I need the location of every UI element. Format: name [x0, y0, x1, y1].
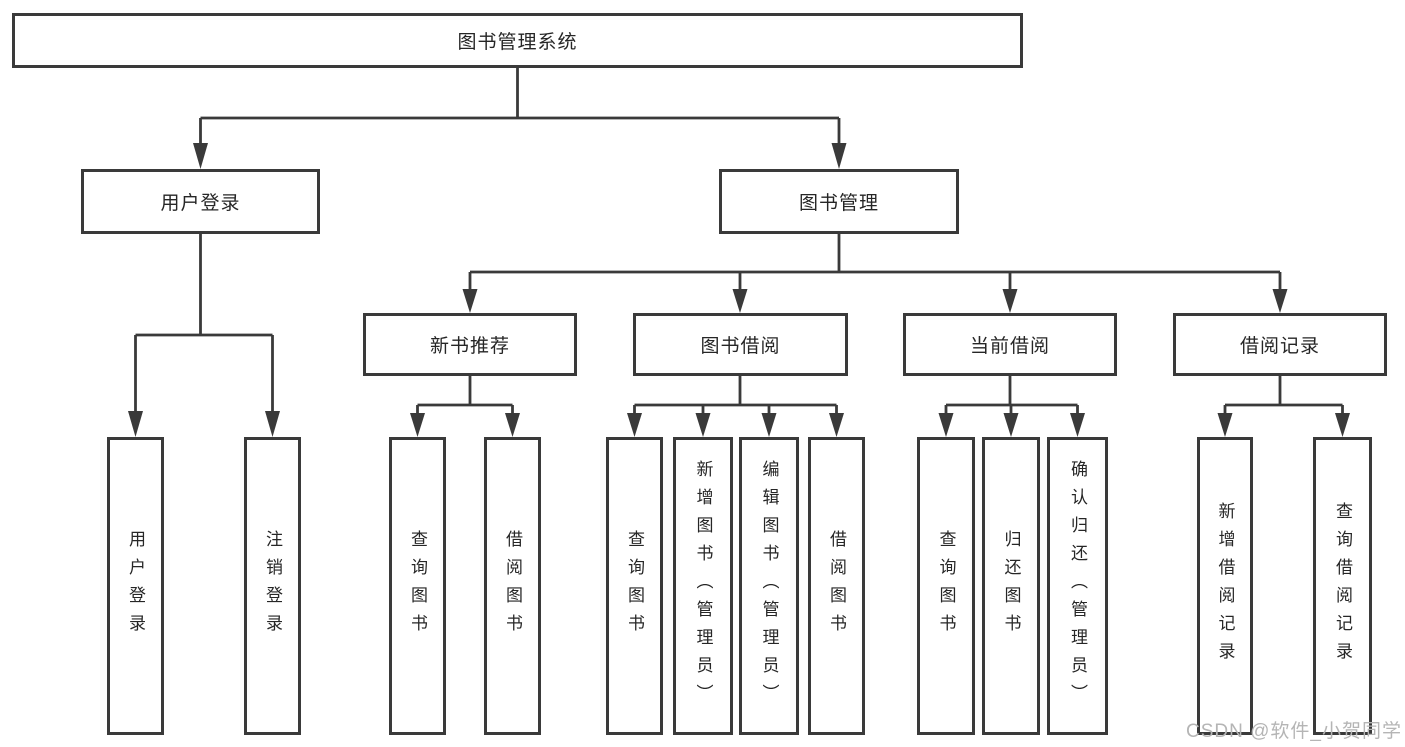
node-user-login-label: 用户登录 — [160, 193, 241, 214]
node-root: 图书管理系统 — [12, 13, 1023, 68]
leaf-confirm-return-admin-label: 确认归还（管理员） — [1068, 460, 1087, 712]
connector-lines — [134, 68, 1344, 415]
node-book-management-label: 图书管理 — [798, 193, 879, 214]
leaf-logout: 注销登录 — [244, 437, 301, 735]
leaf-query-books-borrow: 查询图书 — [606, 437, 663, 735]
connector-arrowheads — [128, 143, 1350, 437]
leaf-query-books-recommend-label: 查询图书 — [408, 530, 427, 642]
leaf-query-books-current-label: 查询图书 — [936, 530, 956, 642]
node-new-book-recommend-label: 新书推荐 — [429, 336, 510, 357]
watermark: CSDN @软件_小贺同学 — [1186, 721, 1402, 742]
leaf-add-book-admin: 新增图书（管理员） — [673, 437, 733, 735]
leaf-edit-book-admin: 编辑图书（管理员） — [739, 437, 799, 735]
node-book-borrow-label: 图书借阅 — [700, 336, 781, 357]
leaf-add-borrow-record: 新增借阅记录 — [1197, 437, 1253, 735]
leaf-query-books-recommend: 查询图书 — [389, 437, 446, 735]
leaf-query-books-current: 查询图书 — [917, 437, 975, 735]
node-borrow-records-label: 借阅记录 — [1239, 336, 1320, 357]
leaf-query-borrow-record-label: 查询借阅记录 — [1333, 502, 1352, 670]
leaf-add-book-admin-label: 新增图书（管理员） — [693, 460, 713, 712]
leaf-user-login-label: 用户登录 — [126, 530, 145, 642]
node-book-management: 图书管理 — [719, 169, 959, 234]
leaf-user-login: 用户登录 — [107, 437, 164, 735]
node-current-borrow-label: 当前借阅 — [969, 336, 1050, 357]
leaf-query-borrow-record: 查询借阅记录 — [1313, 437, 1372, 735]
leaf-borrow-books-borrow: 借阅图书 — [808, 437, 865, 735]
leaf-borrow-books-borrow-label: 借阅图书 — [827, 530, 846, 642]
node-root-label: 图书管理系统 — [457, 32, 578, 53]
node-new-book-recommend: 新书推荐 — [363, 313, 577, 376]
leaf-return-books-label: 归还图书 — [1001, 530, 1021, 642]
node-current-borrow: 当前借阅 — [903, 313, 1117, 376]
leaf-borrow-books-recommend: 借阅图书 — [484, 437, 541, 735]
leaf-query-books-borrow-label: 查询图书 — [625, 530, 644, 642]
node-user-login: 用户登录 — [81, 169, 320, 234]
leaf-borrow-books-recommend-label: 借阅图书 — [503, 530, 522, 642]
leaf-edit-book-admin-label: 编辑图书（管理员） — [759, 460, 779, 712]
leaf-confirm-return-admin: 确认归还（管理员） — [1047, 437, 1108, 735]
node-book-borrow: 图书借阅 — [633, 313, 848, 376]
node-borrow-records: 借阅记录 — [1173, 313, 1387, 376]
leaf-logout-label: 注销登录 — [263, 530, 282, 642]
leaf-return-books: 归还图书 — [982, 437, 1040, 735]
leaf-add-borrow-record-label: 新增借阅记录 — [1215, 502, 1235, 670]
